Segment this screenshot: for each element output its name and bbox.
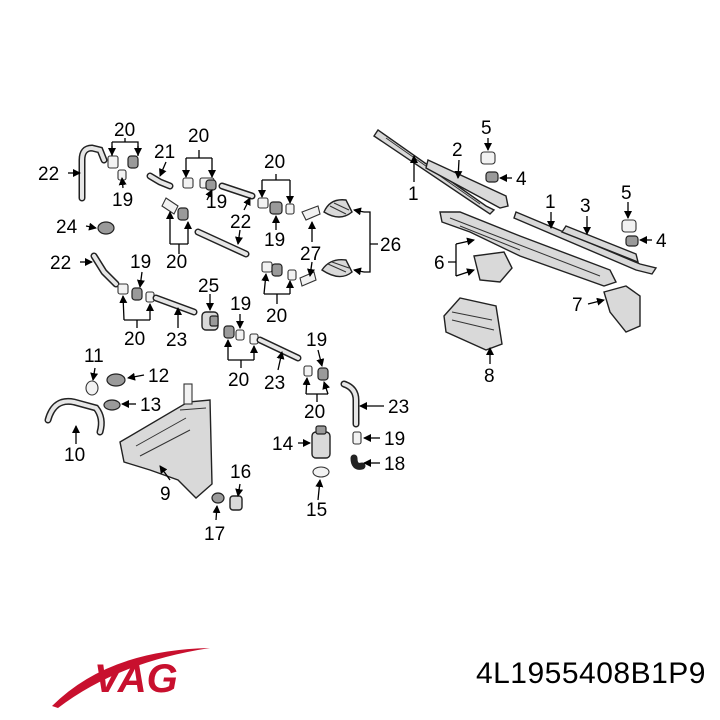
part-number: 4L1955408B1P9 bbox=[475, 657, 706, 690]
connectors-right-top bbox=[257, 197, 295, 215]
callout-22: 22 bbox=[50, 253, 71, 274]
connectors-top-left bbox=[107, 155, 139, 181]
callout-19: 19 bbox=[112, 190, 133, 211]
callout-20: 20 bbox=[228, 370, 249, 391]
callout-19: 19 bbox=[264, 230, 285, 251]
logo-text: VAG bbox=[94, 657, 178, 701]
callout-1: 1 bbox=[408, 184, 419, 205]
callout-10: 10 bbox=[64, 445, 85, 466]
vag-logo: VAG bbox=[52, 648, 210, 708]
callout-16: 16 bbox=[230, 462, 251, 483]
callout-22: 22 bbox=[230, 212, 251, 233]
callout-13: 13 bbox=[140, 395, 161, 416]
elbow-21 bbox=[146, 172, 217, 191]
cap-5-top bbox=[480, 151, 499, 183]
wiper-arm-2 bbox=[425, 159, 509, 209]
logo-swoosh bbox=[52, 648, 210, 708]
callout-27: 27 bbox=[300, 244, 321, 265]
connectors-mid bbox=[223, 325, 329, 381]
filler-neck-10 bbox=[44, 373, 126, 436]
hose-22-mid bbox=[218, 182, 256, 200]
leader-lines bbox=[68, 138, 652, 521]
connector-19-18 bbox=[350, 431, 366, 470]
callout-19: 19 bbox=[130, 252, 151, 273]
tee-connectors bbox=[161, 197, 250, 258]
wiper-motor-7 bbox=[603, 285, 641, 333]
hose-23-right bbox=[340, 380, 360, 428]
callout-2: 2 bbox=[452, 140, 463, 161]
callout-24: 24 bbox=[56, 217, 78, 238]
callout-1: 1 bbox=[545, 192, 556, 213]
nozzles-26 bbox=[299, 199, 353, 287]
hose-23-left bbox=[152, 294, 198, 316]
callout-7: 7 bbox=[572, 295, 583, 316]
callout-19: 19 bbox=[230, 294, 251, 315]
callout-11: 11 bbox=[84, 346, 104, 367]
level-sensor-16 bbox=[211, 492, 243, 511]
callout-20: 20 bbox=[266, 306, 287, 327]
callout-8: 8 bbox=[484, 366, 495, 387]
callout-4: 4 bbox=[516, 169, 527, 190]
callout-20: 20 bbox=[124, 329, 145, 350]
wiper-linkage-6 bbox=[439, 211, 617, 287]
callout-19: 19 bbox=[384, 429, 405, 450]
callout-20: 20 bbox=[114, 120, 135, 141]
callout-21: 21 bbox=[154, 142, 175, 163]
washer-reservoir-9 bbox=[119, 383, 213, 499]
grommet-24 bbox=[97, 221, 115, 235]
callout-5: 5 bbox=[621, 183, 632, 204]
hose-22-top bbox=[78, 144, 108, 202]
callout-4: 4 bbox=[656, 231, 667, 252]
callout-23: 23 bbox=[264, 373, 285, 394]
callout-26: 26 bbox=[380, 235, 401, 256]
check-valve-25 bbox=[201, 311, 219, 331]
callout-20: 20 bbox=[188, 126, 209, 147]
cap-5-right bbox=[621, 219, 639, 247]
callout-6: 6 bbox=[434, 253, 445, 274]
callout-19: 19 bbox=[306, 330, 327, 351]
callout-20: 20 bbox=[264, 152, 285, 173]
callout-12: 12 bbox=[148, 366, 169, 387]
connectors-right-mid bbox=[261, 261, 297, 281]
callout-23: 23 bbox=[388, 397, 409, 418]
callout-3: 3 bbox=[580, 196, 591, 217]
callout-labels: 20 22 19 21 20 19 22 20 20 19 27 26 20 2… bbox=[38, 118, 667, 545]
callout-18: 18 bbox=[384, 454, 405, 475]
cover-8 bbox=[443, 297, 503, 351]
callout-20: 20 bbox=[304, 402, 325, 423]
callout-9: 9 bbox=[160, 484, 171, 505]
callout-25: 25 bbox=[198, 276, 219, 297]
callout-22: 22 bbox=[38, 164, 59, 185]
callout-14: 14 bbox=[272, 434, 294, 455]
callout-5: 5 bbox=[481, 118, 492, 139]
washer-pump-14 bbox=[311, 425, 331, 478]
callout-23: 23 bbox=[166, 330, 187, 351]
callout-15: 15 bbox=[306, 500, 327, 521]
hose-22-left bbox=[90, 252, 155, 303]
callout-19: 19 bbox=[206, 192, 227, 213]
callout-20: 20 bbox=[166, 252, 187, 273]
callout-17: 17 bbox=[204, 524, 225, 545]
